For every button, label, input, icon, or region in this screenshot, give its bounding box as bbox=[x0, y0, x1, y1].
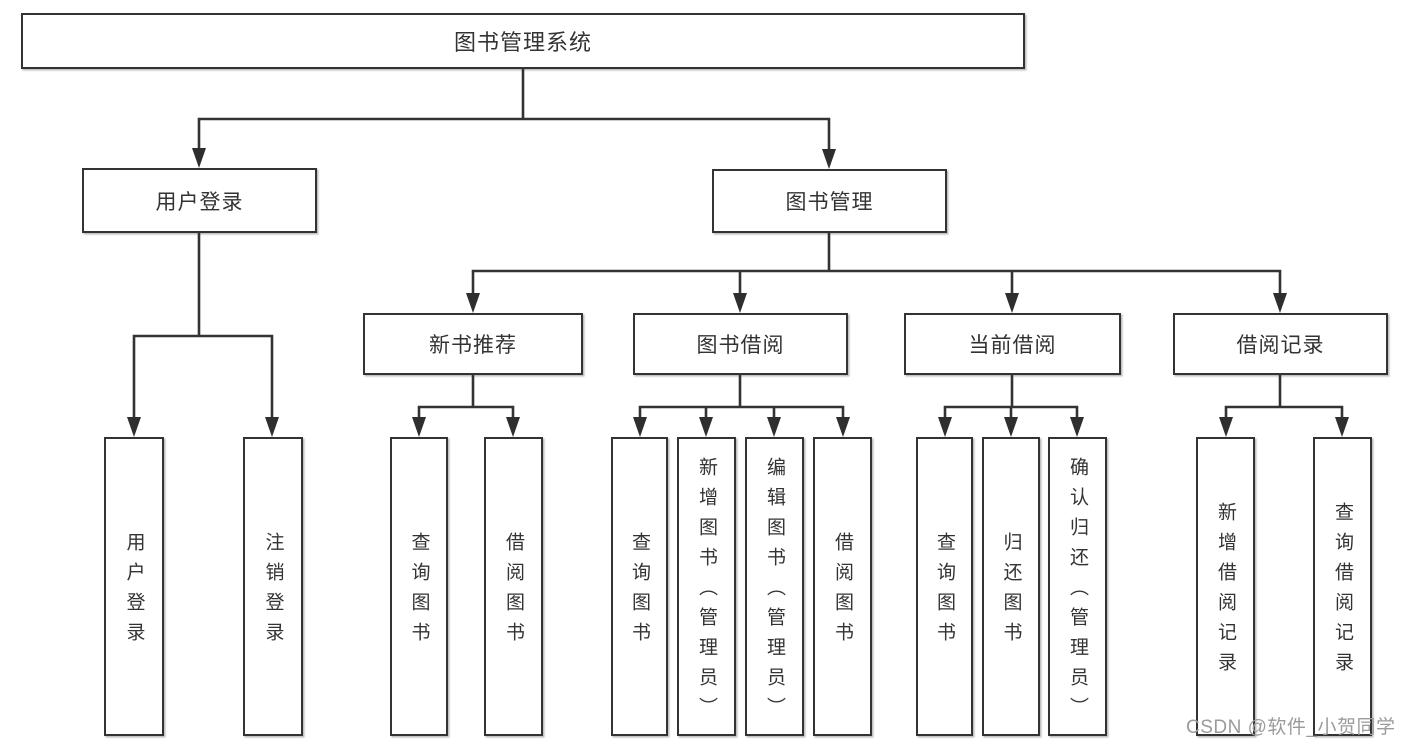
node-book-management: 图书管理 bbox=[712, 169, 947, 233]
arrowhead bbox=[633, 417, 647, 437]
leaf-label: 查询图书 bbox=[408, 532, 430, 652]
leaf-label: 查询图书 bbox=[629, 532, 650, 652]
arrowhead bbox=[265, 417, 279, 437]
arrowhead bbox=[1005, 293, 1019, 313]
node-user-login-branch: 用户登录 bbox=[82, 168, 317, 233]
leaf-label: 编辑图书（管理员） bbox=[764, 457, 785, 727]
leaf-label: 确认归还（管理员） bbox=[1067, 457, 1088, 727]
leaf-label: 新增图书（管理员） bbox=[696, 457, 717, 727]
leaf-borrow-edit-books-admin: 编辑图书（管理员） bbox=[745, 437, 804, 736]
node-borrow-records: 借阅记录 bbox=[1173, 313, 1388, 375]
arrowhead bbox=[127, 417, 141, 437]
leaf-label: 查询图书 bbox=[934, 532, 955, 652]
connector-current-to-leaves bbox=[943, 375, 1079, 421]
connector-newrec-to-leaves bbox=[417, 375, 515, 421]
arrowhead bbox=[836, 417, 850, 437]
arrowhead bbox=[506, 417, 520, 437]
leaf-label: 新增借阅记录 bbox=[1215, 502, 1236, 682]
node-root: 图书管理系统 bbox=[21, 13, 1025, 69]
leaf-current-confirm-return-admin: 确认归还（管理员） bbox=[1048, 437, 1107, 736]
arrowhead bbox=[1004, 417, 1018, 437]
arrowhead bbox=[466, 293, 480, 313]
leaf-newrec-query-books: 查询图书 bbox=[390, 437, 448, 736]
node-new-book-recommend: 新书推荐 bbox=[363, 313, 583, 375]
node-book-borrowing: 图书借阅 bbox=[633, 313, 848, 375]
arrowhead bbox=[699, 417, 713, 437]
leaf-label: 借阅图书 bbox=[503, 532, 524, 652]
arrowhead bbox=[938, 417, 952, 437]
leaf-borrow-borrow-books: 借阅图书 bbox=[813, 437, 872, 736]
arrowhead bbox=[1219, 417, 1233, 437]
connector-root-to-level2 bbox=[197, 69, 831, 153]
leaf-records-add-record: 新增借阅记录 bbox=[1196, 437, 1255, 736]
arrowhead bbox=[1273, 293, 1287, 313]
leaf-logout: 注销登录 bbox=[243, 437, 303, 736]
connector-bookmgmt-to-level3 bbox=[471, 233, 1282, 297]
leaf-label: 归还图书 bbox=[1000, 532, 1022, 652]
connector-records-to-leaves bbox=[1224, 375, 1344, 421]
leaf-borrow-query-books: 查询图书 bbox=[611, 437, 668, 736]
connector-userlogin-to-leaves bbox=[132, 233, 274, 421]
leaf-label: 借阅图书 bbox=[832, 532, 853, 652]
leaf-user-login: 用户登录 bbox=[104, 437, 164, 736]
arrowhead bbox=[412, 417, 426, 437]
leaf-borrow-add-books-admin: 新增图书（管理员） bbox=[677, 437, 736, 736]
leaf-current-query-books: 查询图书 bbox=[916, 437, 973, 736]
arrowhead bbox=[767, 417, 781, 437]
leaf-label: 用户登录 bbox=[123, 532, 145, 652]
arrowhead bbox=[1070, 417, 1084, 437]
node-current-borrowing: 当前借阅 bbox=[904, 313, 1121, 375]
arrowhead bbox=[733, 293, 747, 313]
arrowhead bbox=[192, 148, 206, 168]
leaf-newrec-borrow-books: 借阅图书 bbox=[484, 437, 543, 736]
leaf-records-query-record: 查询借阅记录 bbox=[1313, 437, 1372, 736]
csdn-watermark: CSDN @软件_小贺同学 bbox=[1186, 717, 1396, 738]
arrowhead bbox=[822, 149, 836, 169]
arrowhead bbox=[1335, 417, 1349, 437]
leaf-label: 查询借阅记录 bbox=[1332, 502, 1353, 682]
connector-borrow-to-leaves bbox=[638, 375, 845, 421]
leaf-current-return-books: 归还图书 bbox=[982, 437, 1040, 736]
leaf-label: 注销登录 bbox=[262, 532, 284, 652]
